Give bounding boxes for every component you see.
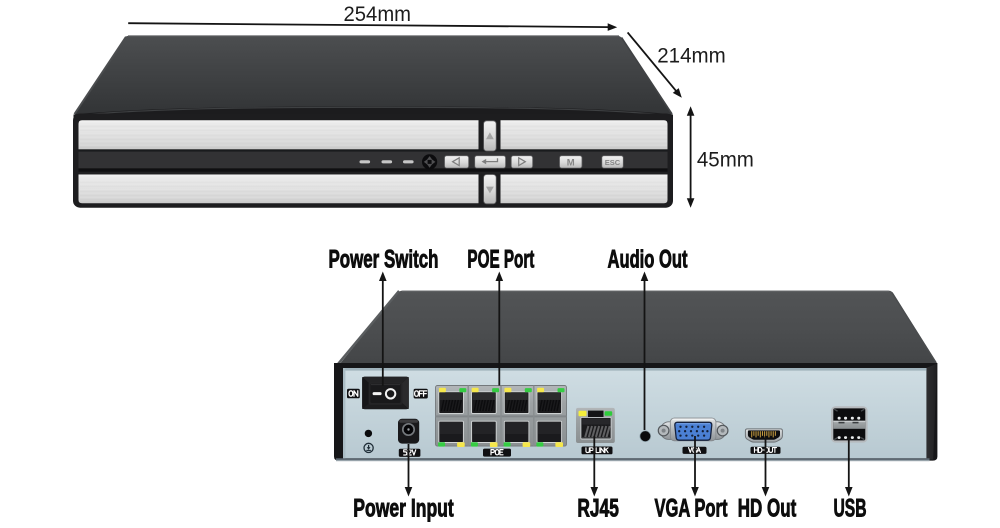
svg-text:USB: USB bbox=[834, 494, 867, 522]
svg-text:Power Input: Power Input bbox=[353, 494, 454, 522]
svg-text:254mm: 254mm bbox=[344, 2, 412, 26]
svg-text:Power Switch: Power Switch bbox=[329, 245, 439, 273]
svg-text:Audio Out: Audio Out bbox=[608, 245, 688, 273]
svg-text:POE Port: POE Port bbox=[467, 245, 534, 273]
svg-text:M: M bbox=[567, 157, 575, 168]
svg-text:RJ45: RJ45 bbox=[577, 494, 619, 522]
svg-text:VGA Port: VGA Port bbox=[655, 494, 728, 522]
svg-text:45mm: 45mm bbox=[697, 148, 754, 171]
svg-text:HD Out: HD Out bbox=[738, 494, 797, 522]
svg-text:214mm: 214mm bbox=[657, 43, 726, 67]
svg-text:ESC: ESC bbox=[605, 158, 621, 167]
